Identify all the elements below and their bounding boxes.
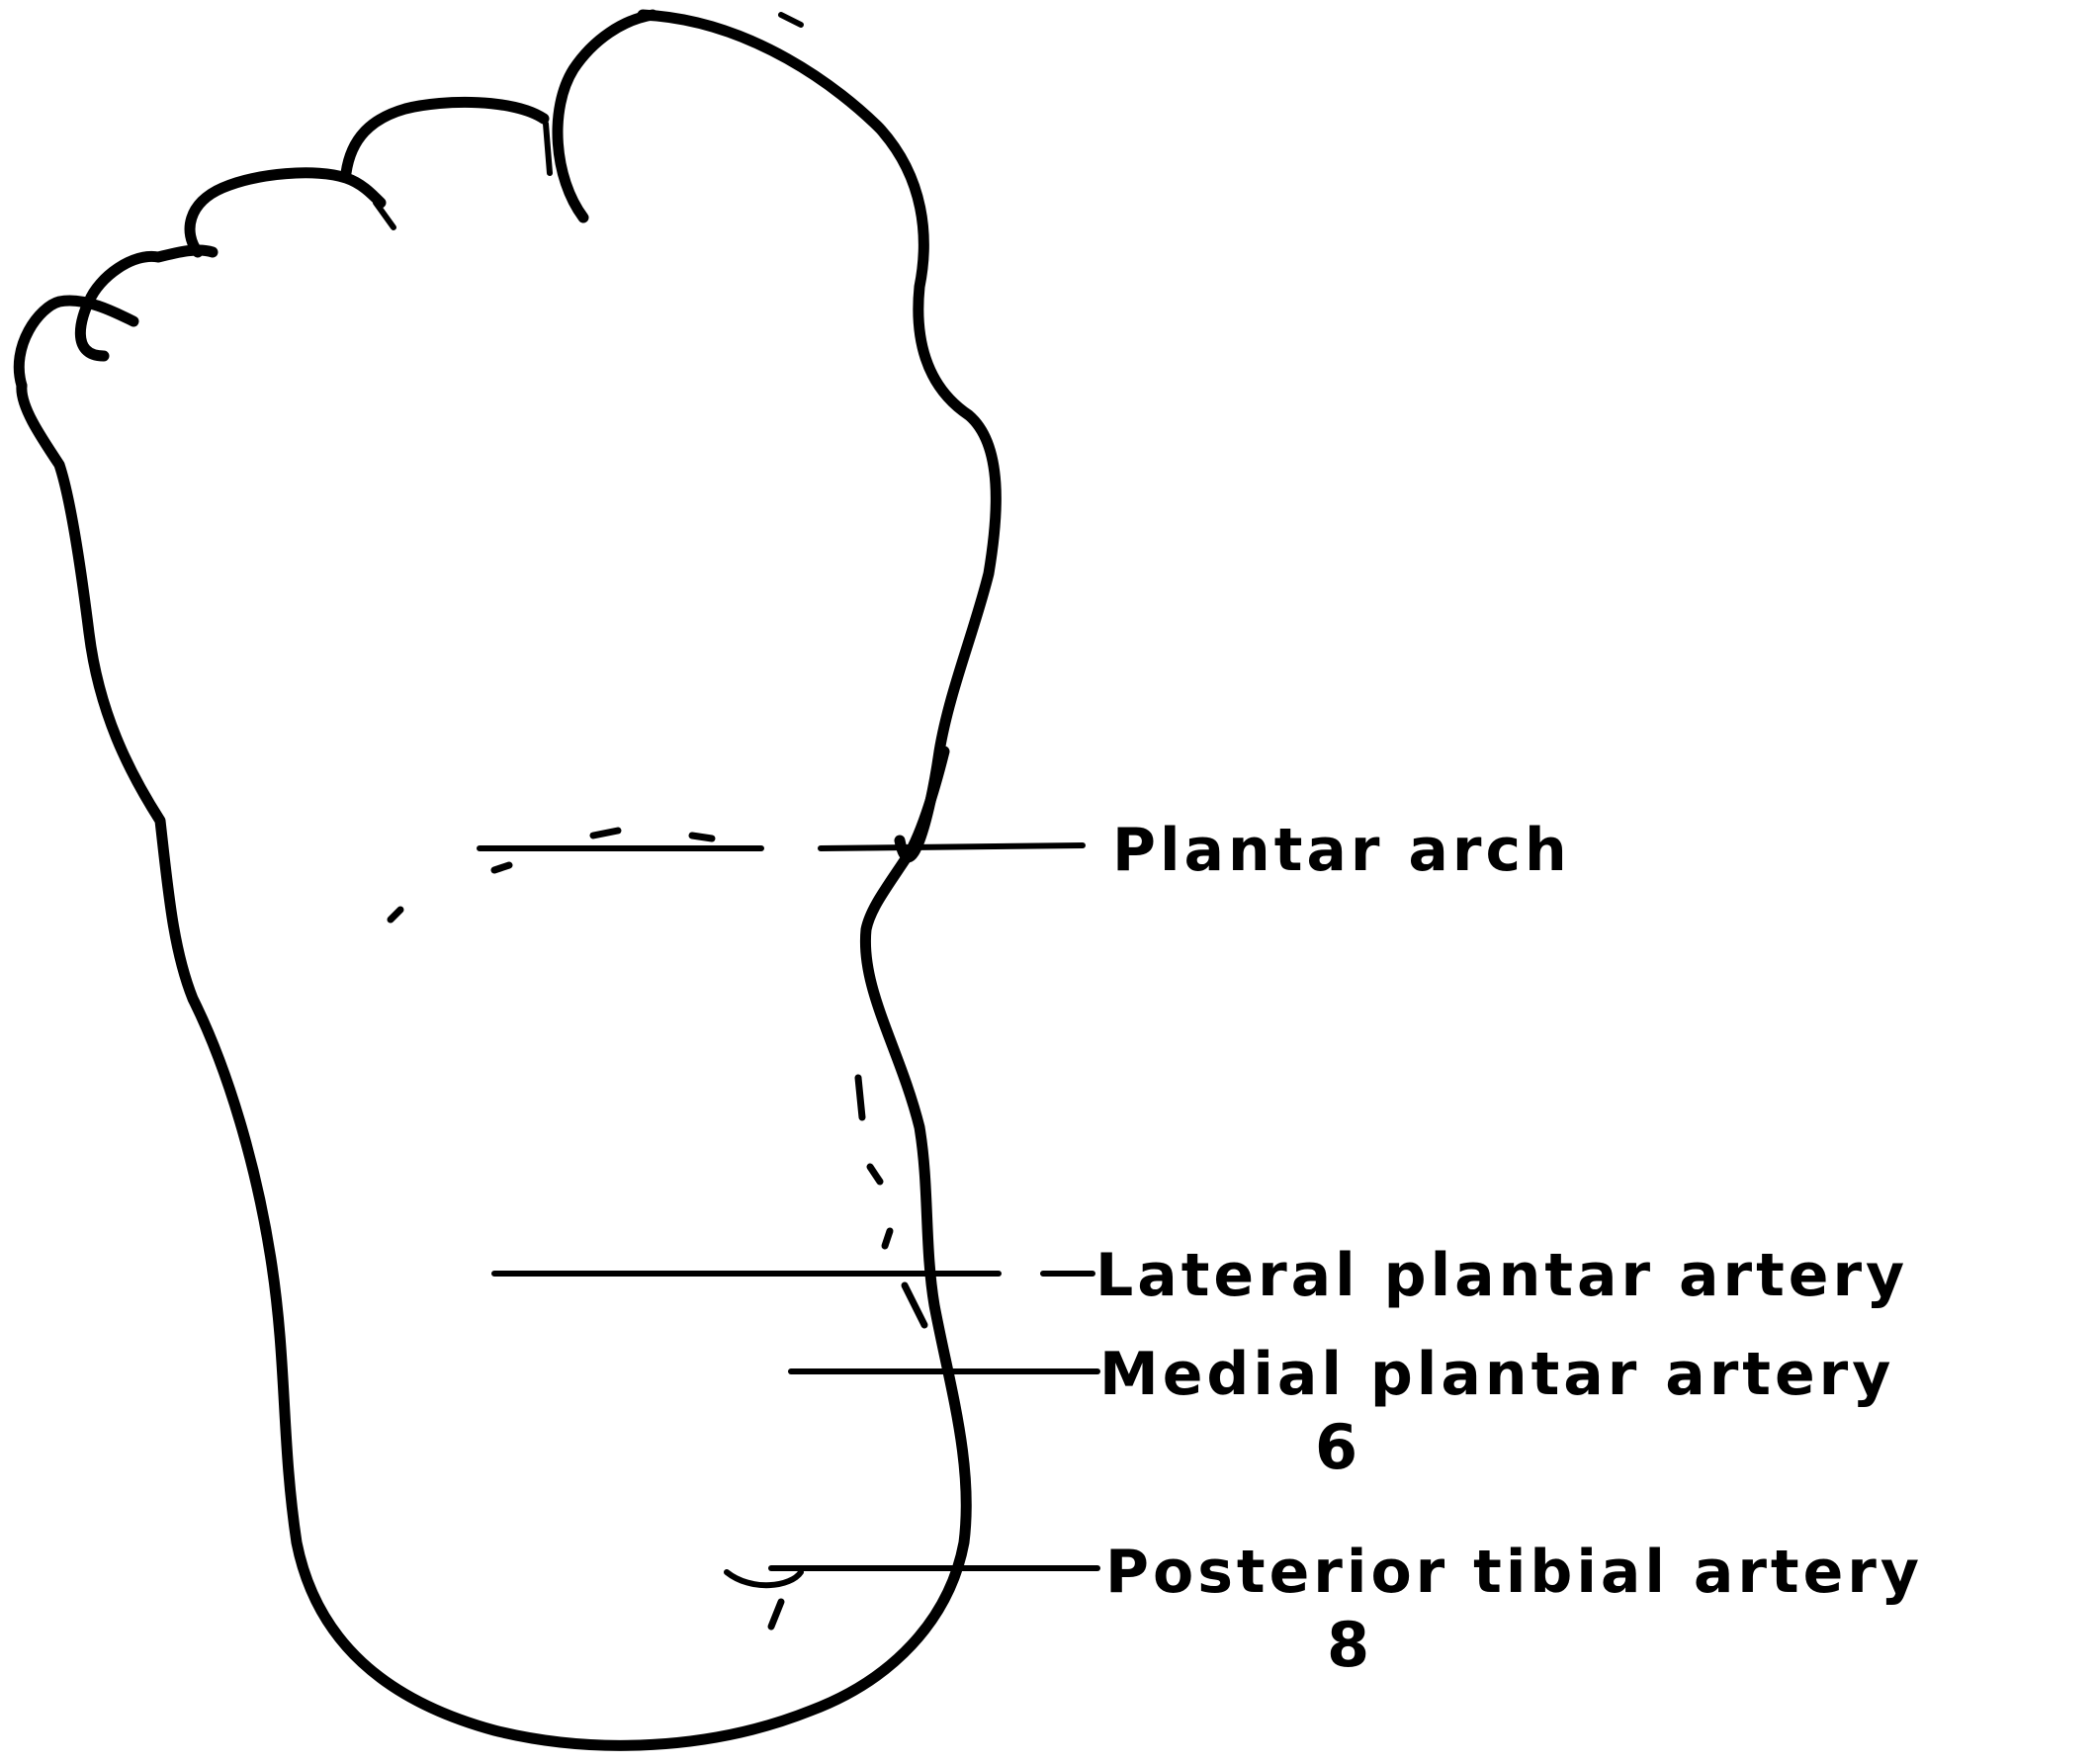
artery-dash-5 bbox=[858, 1078, 862, 1117]
artery-dash-4 bbox=[391, 910, 400, 920]
toe-gap-mark-3 bbox=[781, 15, 801, 25]
toe-big bbox=[558, 15, 653, 218]
toe-third bbox=[190, 173, 381, 252]
toe-gap-mark-2 bbox=[546, 124, 550, 173]
artery-dash-6 bbox=[870, 1167, 880, 1182]
posterior-tibial-artery-label: Posterior tibial artery bbox=[1105, 1538, 1923, 1607]
posterior-number-label: 8 bbox=[1327, 1609, 1369, 1681]
medial-plantar-artery-label: Medial plantar artery bbox=[1099, 1340, 1894, 1409]
artery-dash-7 bbox=[885, 1231, 890, 1246]
plantar-arch-leader bbox=[480, 845, 1083, 848]
toe-fifth bbox=[19, 301, 133, 386]
medial-number-label: 6 bbox=[1315, 1411, 1357, 1483]
foot-outline bbox=[643, 15, 996, 857]
artery-dash-1 bbox=[593, 831, 618, 836]
toe-second bbox=[346, 102, 544, 173]
lateral-plantar-artery-label: Lateral plantar artery bbox=[1095, 1241, 1908, 1310]
artery-dash-3 bbox=[494, 865, 509, 870]
plantar-arch-label: Plantar arch bbox=[1112, 816, 1571, 885]
artery-hook bbox=[727, 1572, 801, 1585]
artery-dash-8 bbox=[905, 1285, 924, 1325]
artery-dash-9 bbox=[771, 1602, 781, 1627]
foot-outline-lateral bbox=[22, 386, 966, 1745]
artery-dash-2 bbox=[692, 836, 712, 838]
